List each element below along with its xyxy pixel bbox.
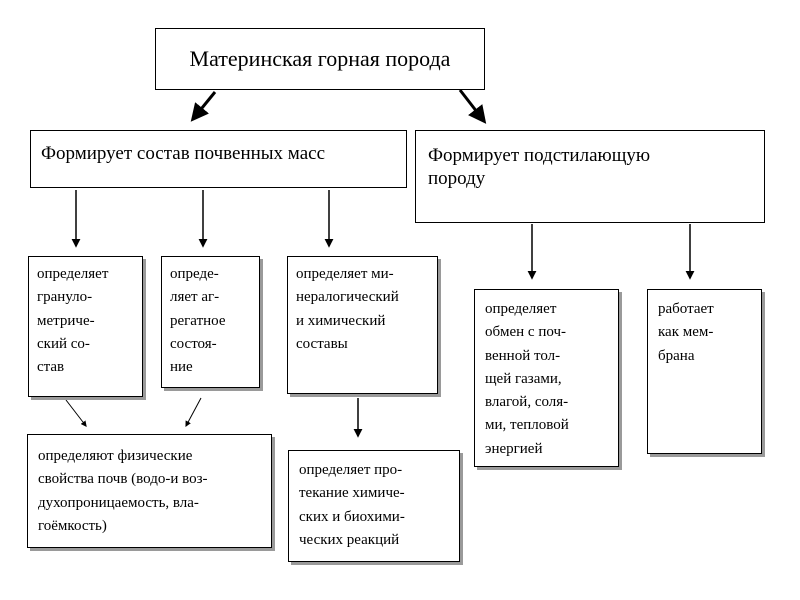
- arrow-aggregate-to-physical: [185, 397, 202, 428]
- arrow-granulo-to-physical: [65, 399, 87, 427]
- granulo-box: определяет грануло- метриче- ский со- ст…: [28, 256, 143, 397]
- arrow-root-to-left: [190, 91, 217, 122]
- root-box: Материнская горная порода: [155, 28, 485, 90]
- physical-props-label: определяют физические свойства почв (вод…: [38, 448, 208, 534]
- exchange-box: определяет обмен с поч- венной тол- щей …: [474, 289, 619, 467]
- right-branch-box: Формирует подстилающую породу: [415, 130, 765, 223]
- aggregate-box: опреде- ляет аг- регатное состоя- ние: [161, 256, 260, 388]
- membrane-label: работает как мем- брана: [658, 301, 714, 364]
- granulo-label: определяет грануло- метриче- ский со- ст…: [37, 266, 109, 375]
- left-branch-box: Формирует состав почвенных масс: [30, 130, 407, 188]
- aggregate-label: опреде- ляет аг- регатное состоя- ние: [170, 266, 226, 375]
- mineral-box: определяет ми- нералогический и химическ…: [287, 256, 438, 394]
- exchange-label: определяет обмен с поч- венной тол- щей …: [485, 301, 569, 457]
- left-branch-label: Формирует состав почвенных масс: [41, 143, 325, 164]
- membrane-box: работает как мем- брана: [647, 289, 762, 454]
- physical-props-box: определяют физические свойства почв (вод…: [27, 434, 272, 548]
- arrow-root-to-right: [458, 89, 487, 124]
- mineral-label: определяет ми- нералогический и химическ…: [296, 266, 399, 352]
- root-label: Материнская горная порода: [189, 46, 451, 71]
- chemical-reactions-box: определяет про- текание химиче- ских и б…: [288, 450, 460, 562]
- chemical-reactions-label: определяет про- текание химиче- ских и б…: [299, 462, 405, 548]
- right-branch-label: Формирует подстилающую породу: [428, 145, 651, 189]
